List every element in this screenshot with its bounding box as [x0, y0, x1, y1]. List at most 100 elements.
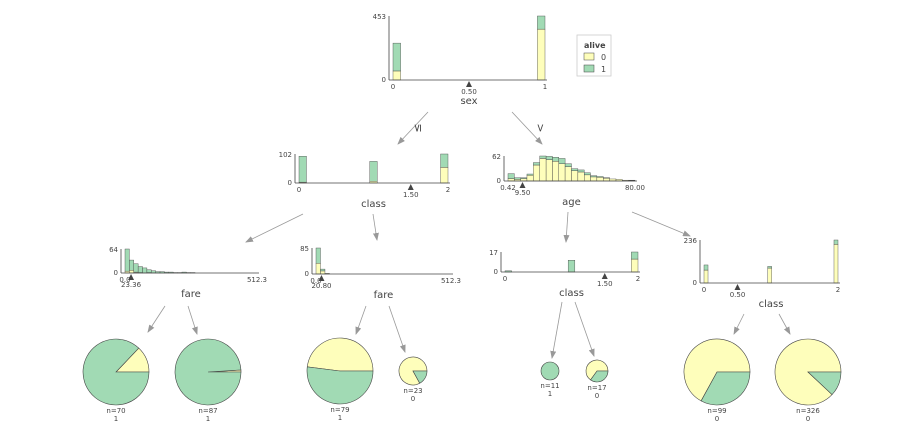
- hist-bar-class1: [533, 162, 540, 166]
- y-zero-label: 0: [693, 279, 697, 287]
- threshold-label: 23.36: [121, 281, 142, 289]
- edge-left-leftleft: [245, 213, 304, 243]
- feature-label: fare: [181, 289, 201, 300]
- pie-slice-class0: [306, 337, 374, 372]
- edge-ll-leaf2: [187, 305, 198, 335]
- y-zero-label: 0: [305, 270, 309, 278]
- hist-bar-class0: [129, 270, 134, 274]
- x-tick-label: 0: [503, 275, 507, 283]
- threshold-marker: [318, 275, 325, 281]
- hist-bar-class1: [315, 247, 321, 264]
- hist-bar-class0: [320, 270, 326, 275]
- edge-ll-leaf1: [147, 305, 166, 333]
- hist-bar-class1: [124, 248, 130, 272]
- legend: alive 0 1: [576, 34, 612, 77]
- hist-bar-class0: [440, 167, 449, 184]
- hist-bar-class0: [596, 177, 604, 182]
- y-zero-label: 0: [494, 268, 498, 276]
- leaf-sample-count: n=99: [707, 407, 726, 415]
- edge-label-left: ≤: [411, 123, 424, 132]
- leaf-predicted-class: 1: [338, 414, 342, 422]
- leaf-sample-count: n=70: [106, 407, 125, 415]
- hist-bar-class1: [133, 263, 139, 273]
- pie-slice-class0: [683, 338, 751, 402]
- leaf-node-leaf-5: n=111: [540, 361, 560, 398]
- hist-bar-class1: [320, 268, 326, 272]
- y-max-label: 236: [684, 237, 698, 245]
- hist-bar-class0: [552, 161, 559, 182]
- threshold-marker: [407, 184, 414, 190]
- leaf-predicted-class: 1: [114, 415, 118, 423]
- legend-label-0: 0: [601, 53, 606, 62]
- hist-bar-class1: [137, 266, 143, 273]
- leaf-node-leaf-3: n=791: [306, 337, 374, 422]
- edge-rr-leaf8: [778, 313, 791, 335]
- hist-bar-class1: [552, 157, 559, 162]
- x-tick-label: 512.3: [247, 276, 267, 284]
- x-tick-label: 0: [391, 83, 395, 91]
- leaf-predicted-class: 0: [715, 415, 719, 423]
- hist-bar-class1: [440, 153, 449, 168]
- y-max-label: 62: [492, 153, 501, 161]
- hist-bar-class0: [833, 244, 839, 284]
- leaf-sample-count: n=17: [587, 384, 606, 392]
- feature-label: class: [361, 199, 386, 210]
- hist-bar-class1: [545, 156, 553, 160]
- pie-slice-class1: [174, 338, 242, 406]
- hist-bar-class1: [590, 175, 598, 178]
- hist-bar-class1: [584, 172, 591, 176]
- y-zero-label: 0: [288, 179, 292, 187]
- edge-label-right: >: [534, 123, 547, 132]
- x-tick-label: 0: [702, 286, 706, 294]
- hist-bar-class1: [577, 169, 585, 173]
- pie-slice-class1: [807, 371, 842, 396]
- hist-bar-class1: [537, 15, 546, 30]
- threshold-label: 0.50: [461, 88, 477, 96]
- pie-slice-class1: [700, 371, 751, 406]
- hist-bar-class0: [537, 28, 546, 81]
- hist-bar-class1: [558, 158, 566, 164]
- leaf-sample-count: n=11: [540, 382, 559, 390]
- feature-label: class: [759, 299, 784, 310]
- hist-bar-class1: [703, 264, 709, 271]
- leaf-predicted-class: 1: [548, 390, 552, 398]
- leaf-sample-count: n=326: [796, 407, 820, 415]
- hist-bar-class1: [567, 260, 576, 273]
- hist-bar-class1: [596, 176, 604, 178]
- threshold-label: 1.50: [597, 280, 613, 288]
- pie-slice-class1: [590, 370, 609, 383]
- x-tick-label: 80.00: [625, 184, 645, 192]
- x-tick-label: 2: [636, 275, 640, 283]
- edge-root-left: [397, 111, 429, 145]
- leaf-node-leaf-1: n=701: [82, 338, 150, 423]
- leaf-predicted-class: 0: [595, 392, 599, 400]
- feature-label: age: [562, 197, 581, 208]
- pie-slice-class1: [306, 366, 374, 405]
- legend-title: alive: [584, 41, 606, 50]
- edge-rl-leaf5: [550, 301, 563, 359]
- leaf-predicted-class: 0: [806, 415, 810, 423]
- edge-right-rightleft: [563, 211, 570, 243]
- hist-bar-class0: [767, 267, 772, 284]
- leaf-node-leaf-7: n=990: [683, 338, 751, 423]
- legend-label-1: 1: [601, 65, 606, 74]
- y-max-label: 64: [109, 246, 118, 254]
- hist-bar-class1: [539, 155, 547, 159]
- hist-bar-class1: [129, 259, 134, 271]
- leaf-sample-count: n=79: [330, 406, 349, 414]
- leaf-predicted-class: 1: [206, 415, 210, 423]
- edge-right-rightright: [631, 211, 691, 237]
- legend-swatch-0: [583, 52, 595, 61]
- y-zero-label: 0: [497, 177, 501, 185]
- threshold-marker: [734, 284, 741, 290]
- hist-bar-class1: [631, 251, 639, 260]
- hist-bar-class1: [298, 156, 307, 183]
- hist-bar-class0: [558, 163, 566, 182]
- x-tick-label: 0: [297, 186, 301, 194]
- hist-bar-class0: [392, 70, 401, 81]
- hist-bar-class0: [564, 166, 572, 182]
